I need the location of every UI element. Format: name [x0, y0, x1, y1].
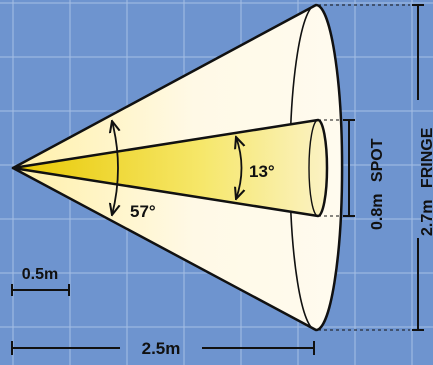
fringe-angle-label: 57°: [130, 202, 156, 221]
fringe-dimension-label: 2.7m FRINGE: [419, 127, 433, 236]
fringe-dimension-bracket: [412, 4, 424, 331]
spot-cone: [11, 118, 329, 218]
fringe-label: FRINGE: [419, 127, 433, 188]
spot-angle-arc: [236, 137, 242, 199]
spot-angle-label: 13°: [249, 162, 275, 181]
scale-bar-label: 0.5m: [22, 266, 58, 283]
distance-label: 2.5m: [142, 339, 181, 358]
spot-dimension-bracket: [343, 119, 355, 217]
spot-diameter-value: 0.8m: [369, 194, 386, 230]
fringe-diameter-value: 2.7m: [419, 200, 433, 236]
spot-ellipse-back: [308, 119, 319, 217]
fringe-angle-arc: [112, 121, 118, 215]
distance-dimension: [11, 341, 315, 355]
scale-bar: [11, 284, 70, 296]
spot-dimension-label: 0.8m SPOT: [369, 138, 386, 230]
spot-label: SPOT: [369, 138, 386, 182]
